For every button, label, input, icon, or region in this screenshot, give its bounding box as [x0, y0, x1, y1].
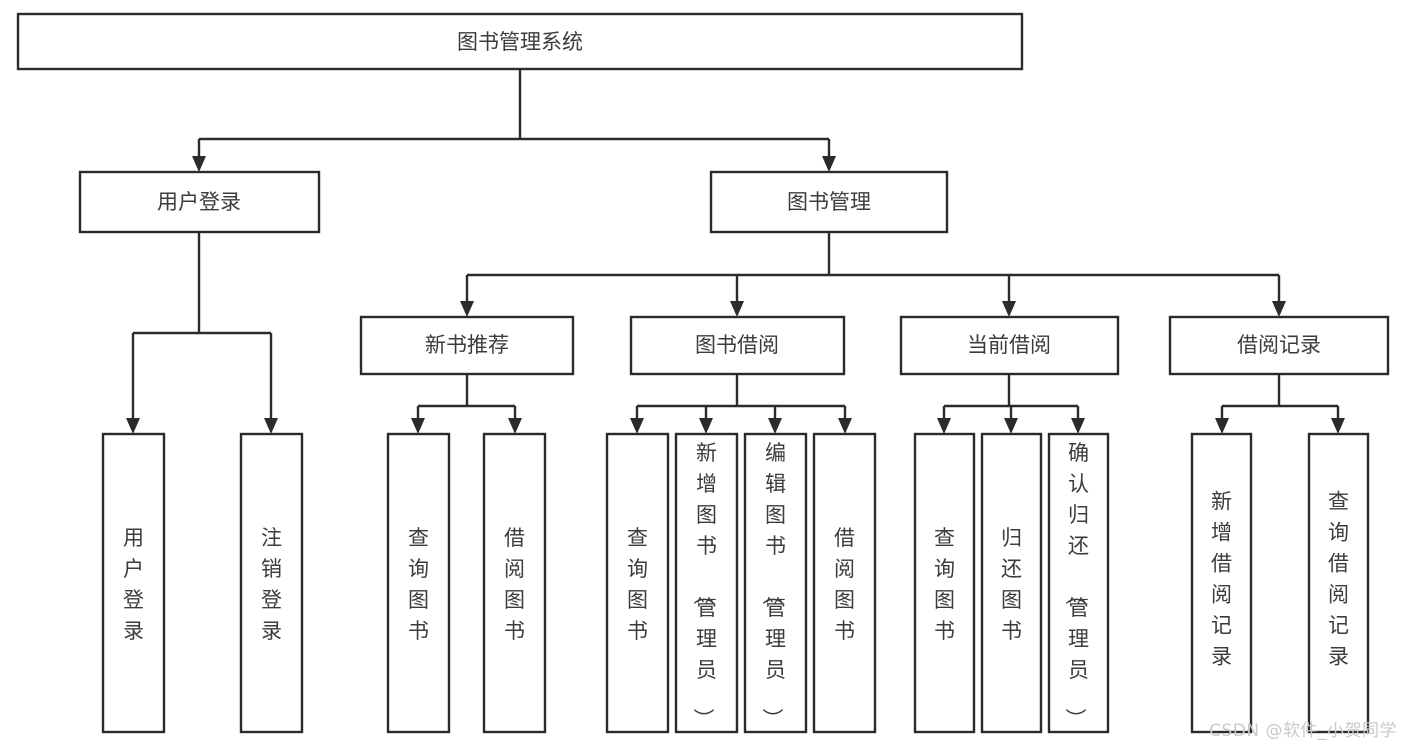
leaf-return-book-label: 归还图书 — [1001, 526, 1022, 643]
arrow-to-borrow-record — [1272, 301, 1286, 317]
arrow-to-book-borrow — [730, 301, 744, 317]
leaf-logout-label: 注销登录 — [261, 526, 282, 643]
leaf-edit-book-box[interactable] — [743, 432, 808, 734]
arrow-to-leaf-user-login — [126, 418, 140, 434]
leaf-query-record[interactable]: 查询借阅记录 — [1307, 432, 1370, 734]
node-book-borrow-box[interactable] — [629, 315, 846, 376]
connector-user-login-branch — [131, 232, 273, 420]
connector-group-borrow-record-to-leaves — [1215, 374, 1345, 434]
leaf-query-record-label: 查询借阅记录 — [1328, 490, 1349, 669]
leaf-confirm-return[interactable]: 确认归还（管理员） — [1047, 432, 1110, 734]
leaf-add-record-box[interactable] — [1190, 432, 1253, 734]
leaf-logout[interactable]: 注销登录 — [239, 432, 304, 734]
leaf-query-book-3-label: 查询图书 — [934, 526, 955, 643]
leaf-query-book-1-box[interactable] — [386, 432, 451, 734]
leaf-add-book-label: 新增图书（管理员） — [691, 441, 717, 729]
connector-book-borrow-branch — [635, 374, 847, 420]
node-root-box[interactable] — [16, 12, 1024, 71]
connector-current-borrow-branch — [942, 374, 1080, 420]
connector-group-root-to-level2 — [192, 69, 836, 172]
connector-group-book-manage-to-level3 — [460, 232, 1286, 317]
leaf-logout-box[interactable] — [239, 432, 304, 734]
leaf-query-book-2-box[interactable] — [605, 432, 670, 734]
arrow-to-leaf-add-record — [1215, 418, 1229, 434]
node-root[interactable]: 图书管理系统 — [16, 12, 1024, 71]
connector-root-branch — [197, 69, 831, 158]
node-borrow-record-box[interactable] — [1168, 315, 1390, 376]
node-book-manage[interactable]: 图书管理 — [709, 170, 949, 234]
arrow-to-leaf-borrow-book-2 — [838, 418, 852, 434]
arrow-to-leaf-logout — [264, 418, 278, 434]
node-root-label: 图书管理系统 — [457, 30, 583, 54]
node-current-borrow-label: 当前借阅 — [967, 333, 1051, 357]
leaf-confirm-return-box[interactable] — [1047, 432, 1110, 734]
node-user-login[interactable]: 用户登录 — [78, 170, 321, 234]
leaf-query-book-2[interactable]: 查询图书 — [605, 432, 670, 734]
leaf-query-book-1-label: 查询图书 — [408, 526, 429, 643]
arrow-to-user-login — [192, 156, 206, 172]
node-borrow-record-label: 借阅记录 — [1237, 333, 1321, 357]
leaf-borrow-book-1-box[interactable] — [482, 432, 547, 734]
leaf-borrow-book-2-box[interactable] — [812, 432, 877, 734]
leaf-query-book-3-box[interactable] — [913, 432, 976, 734]
node-current-borrow-box[interactable] — [899, 315, 1120, 376]
leaf-node-layer: 用户登录 注销登录 查询图书 借阅图书 查询图书 新增图书（管理员） 编辑图书（管理员） 借阅… — [101, 432, 1370, 734]
connector-borrow-record-branch — [1220, 374, 1340, 420]
connector-new-book-rec-branch — [416, 374, 517, 420]
connector-group-new-book-rec-to-leaves — [411, 374, 522, 434]
arrow-to-leaf-query-book-1 — [411, 418, 425, 434]
leaf-borrow-book-1-label: 借阅图书 — [504, 526, 525, 643]
leaf-add-record[interactable]: 新增借阅记录 — [1190, 432, 1253, 734]
arrow-to-leaf-add-book — [699, 418, 713, 434]
arrow-to-leaf-query-book-3 — [937, 418, 951, 434]
arrow-to-leaf-confirm-return — [1071, 418, 1085, 434]
arrow-to-leaf-edit-book — [768, 418, 782, 434]
leaf-user-login[interactable]: 用户登录 — [101, 432, 166, 734]
connector-group-user-login-to-leaves — [126, 232, 278, 434]
leaf-add-book-box[interactable] — [674, 432, 739, 734]
leaf-user-login-box[interactable] — [101, 432, 166, 734]
leaf-edit-book-label: 编辑图书（管理员） — [760, 441, 786, 729]
leaf-return-book-box[interactable] — [980, 432, 1043, 734]
connector-book-manage-branch — [465, 232, 1281, 303]
leaf-query-record-box[interactable] — [1307, 432, 1370, 734]
leaf-borrow-book-2[interactable]: 借阅图书 — [812, 432, 877, 734]
leaf-confirm-return-label: 确认归还（管理员） — [1063, 441, 1089, 729]
arrow-to-leaf-query-book-2 — [630, 418, 644, 434]
arrow-to-leaf-return-book — [1004, 418, 1018, 434]
leaf-user-login-label: 用户登录 — [123, 526, 144, 643]
connector-group-book-borrow-to-leaves — [630, 374, 852, 434]
arrow-to-leaf-query-record — [1331, 418, 1345, 434]
node-user-login-box[interactable] — [78, 170, 321, 234]
leaf-query-book-2-label: 查询图书 — [627, 526, 648, 643]
node-new-book-rec-label: 新书推荐 — [425, 333, 509, 357]
node-book-manage-label: 图书管理 — [787, 190, 871, 214]
node-book-manage-box[interactable] — [709, 170, 949, 234]
node-user-login-label: 用户登录 — [157, 190, 241, 214]
leaf-add-book[interactable]: 新增图书（管理员） — [674, 432, 739, 734]
leaf-add-record-label: 新增借阅记录 — [1211, 490, 1232, 669]
leaf-edit-book[interactable]: 编辑图书（管理员） — [743, 432, 808, 734]
node-current-borrow[interactable]: 当前借阅 — [899, 315, 1120, 376]
leaf-return-book[interactable]: 归还图书 — [980, 432, 1043, 734]
node-book-borrow-label: 图书借阅 — [695, 333, 779, 357]
leaf-borrow-book-2-label: 借阅图书 — [834, 526, 855, 643]
leaf-query-book-3[interactable]: 查询图书 — [913, 432, 976, 734]
arrow-to-leaf-borrow-book-1 — [508, 418, 522, 434]
arrow-to-book-manage — [822, 156, 836, 172]
node-new-book-rec-box[interactable] — [359, 315, 575, 376]
leaf-query-book-1[interactable]: 查询图书 — [386, 432, 451, 734]
arrow-to-new-book-rec — [460, 301, 474, 317]
node-book-borrow[interactable]: 图书借阅 — [629, 315, 846, 376]
connector-group-current-borrow-to-leaves — [937, 374, 1085, 434]
arrow-to-current-borrow — [1002, 301, 1016, 317]
csdn-watermark: CSDN @软件_小贺同学 — [1209, 721, 1397, 741]
leaf-borrow-book-1[interactable]: 借阅图书 — [482, 432, 547, 734]
node-new-book-rec[interactable]: 新书推荐 — [359, 315, 575, 376]
node-borrow-record[interactable]: 借阅记录 — [1168, 315, 1390, 376]
